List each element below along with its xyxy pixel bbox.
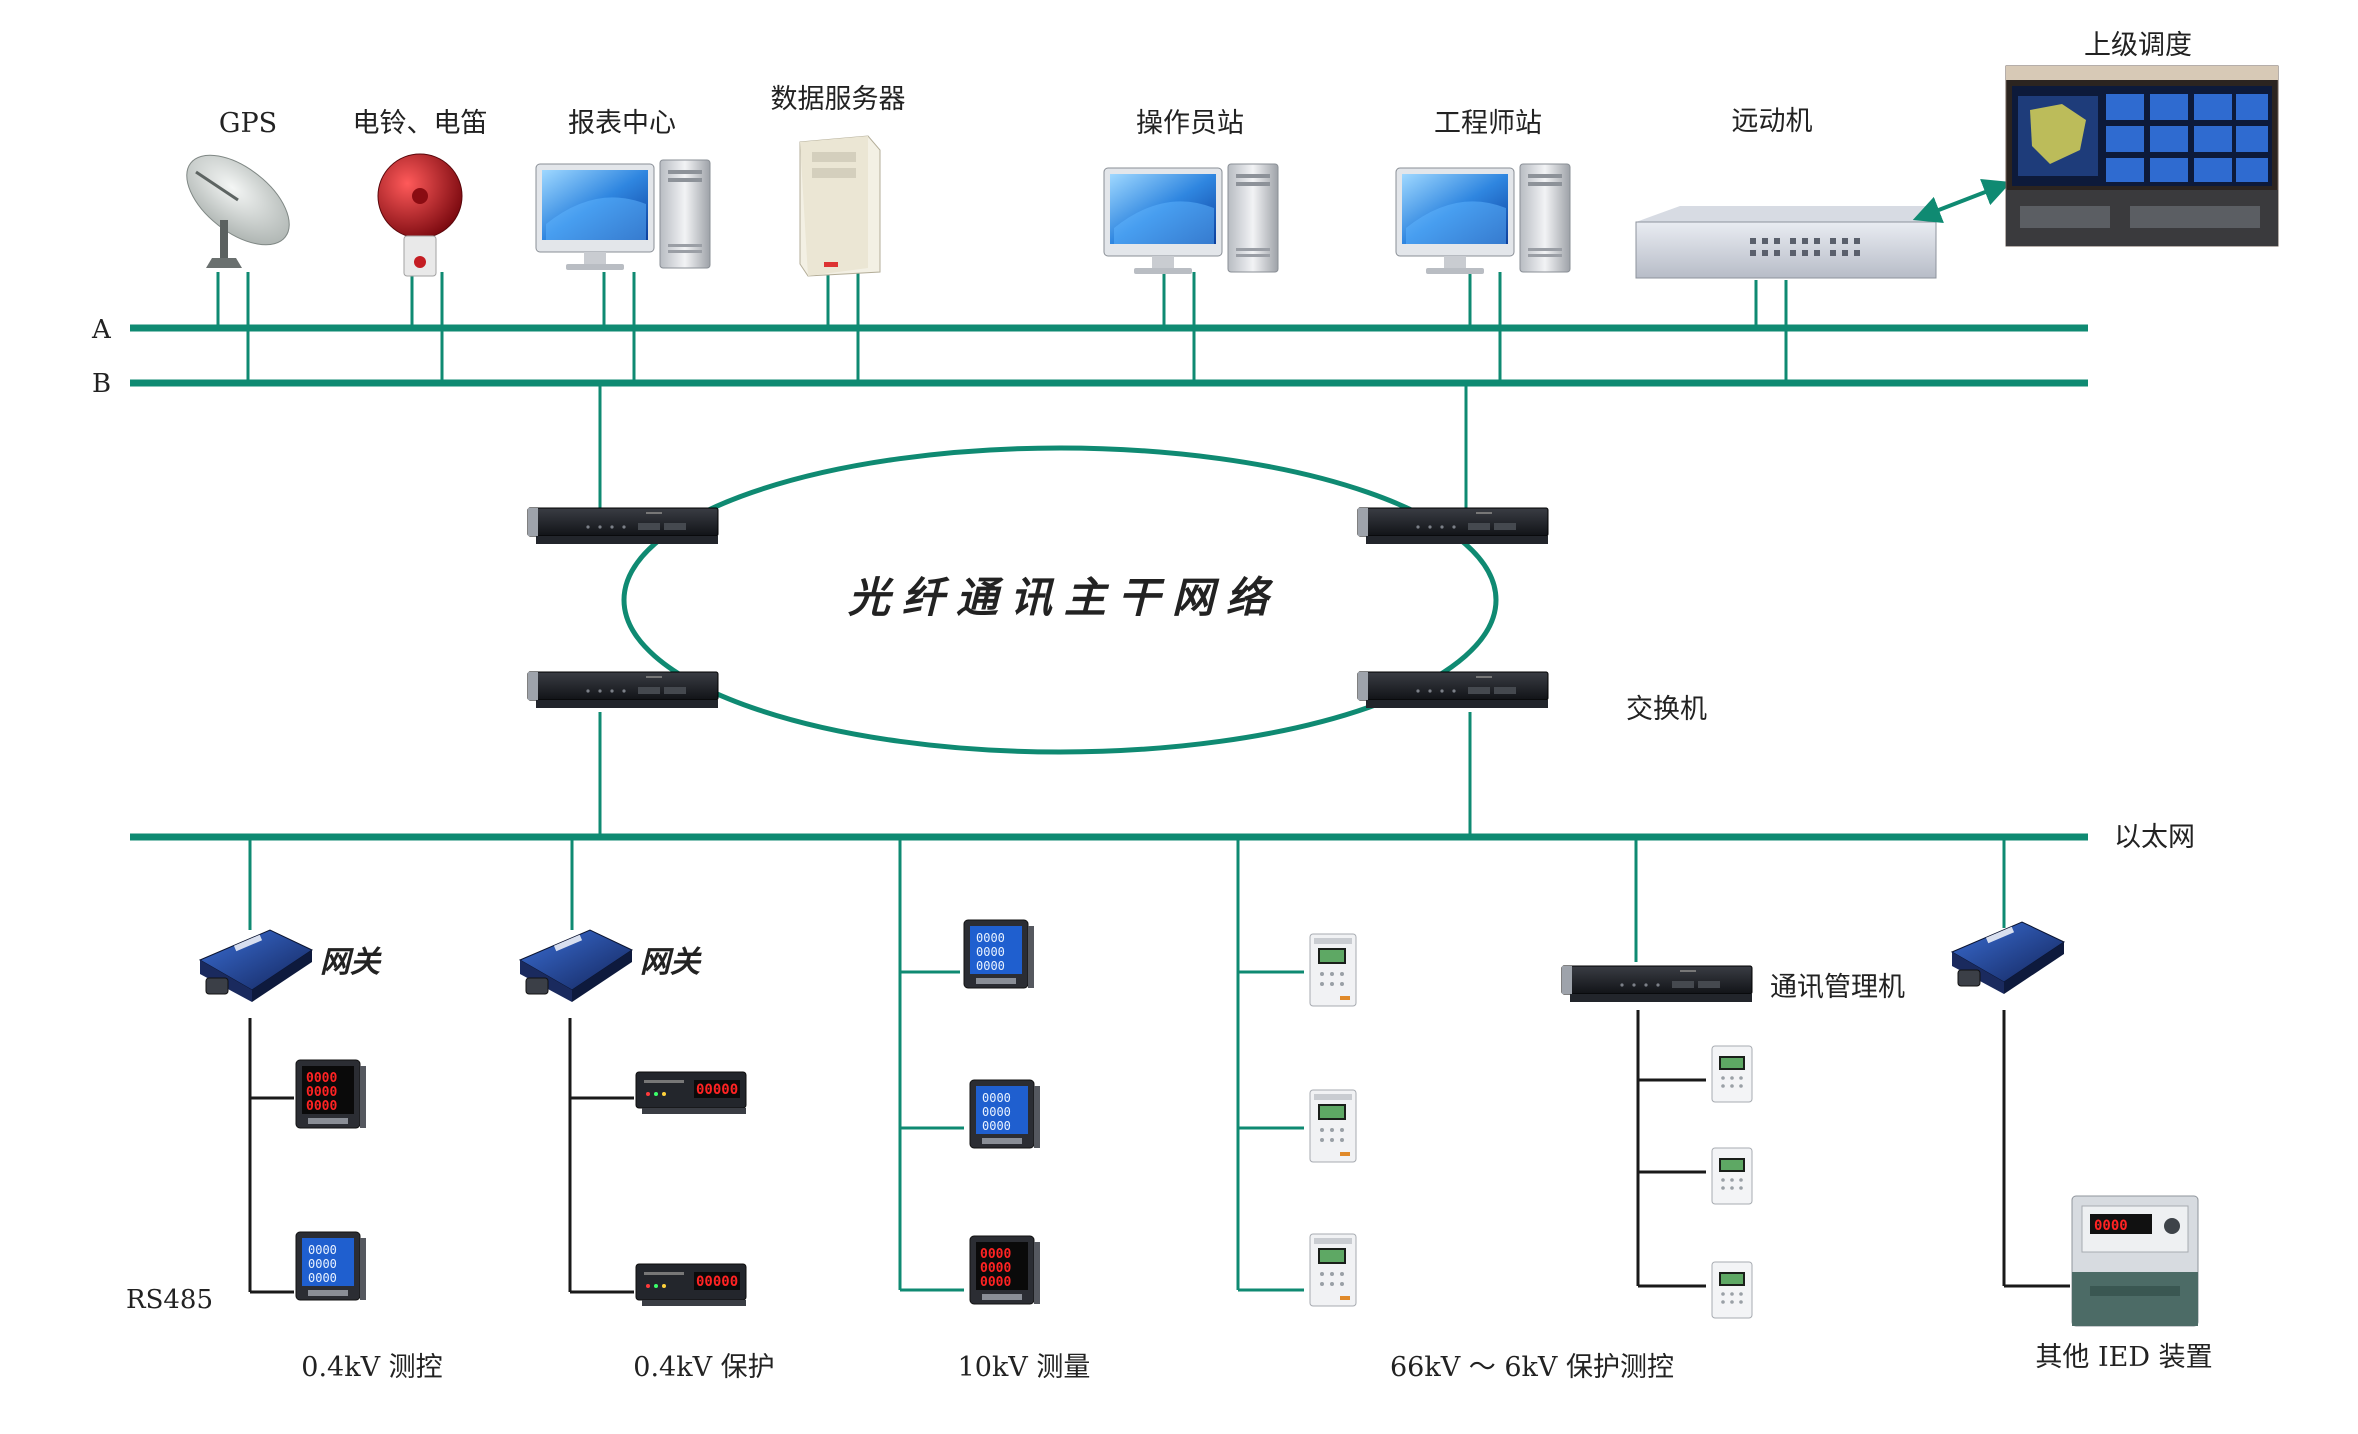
blue-lcd-meter-icon [295, 1231, 367, 1301]
group-label-10kv-measure: 10kV 测量 [958, 1352, 1091, 1383]
data-server-icon [799, 135, 881, 277]
bell-siren-icon [377, 153, 463, 277]
group-label-other-ied: 其他 IED 装置 [2035, 1342, 2212, 1373]
dispatch-label: 上级调度 [2084, 30, 2192, 61]
group-label-0.4kv-protect: 0.4kV 保护 [633, 1352, 774, 1383]
rs485-label: RS485 [126, 1285, 213, 1315]
fiber-ring [621, 445, 1499, 755]
switch-icon [1357, 671, 1549, 709]
report-center-pc-icon [535, 159, 711, 271]
protection-relay-icon [1711, 1147, 1753, 1205]
switch-icon [1357, 507, 1549, 545]
rtu-rack-icon [1635, 206, 1937, 279]
protection-meter-icon [635, 1263, 747, 1307]
protection-relay-icon [1711, 1261, 1753, 1319]
protection-relay-icon [1711, 1045, 1753, 1103]
gps-label: GPS [219, 108, 277, 139]
fiber-ring-label: 光纤通讯主干网络 [848, 573, 1280, 622]
blue-lcd-meter-icon [963, 919, 1035, 989]
ethernet-drop-lines [248, 837, 2006, 1292]
data-server-label: 数据服务器 [771, 84, 906, 115]
operator-station-pc-icon [1103, 163, 1279, 275]
gps-dish-icon [186, 154, 290, 268]
rtu-label: 远动机 [1732, 106, 1813, 137]
bus-a-label: A [91, 315, 112, 345]
dispatch-control-room-image [2005, 65, 2279, 247]
red-led-meter-icon [969, 1235, 1041, 1305]
red-led-meter-icon [295, 1059, 367, 1129]
switch-icon [527, 507, 719, 545]
ethernet-label: 以太网 [2114, 822, 2195, 853]
bus-b-label: B [92, 369, 111, 399]
gateway-icon [519, 929, 633, 1003]
protection-relay-icon [1309, 1089, 1357, 1163]
protection-meter-icon [635, 1071, 747, 1115]
operator-station-label: 操作员站 [1136, 108, 1244, 139]
report-center-label: 报表中心 [568, 108, 676, 139]
engineer-station-label: 工程师站 [1434, 108, 1542, 139]
protection-relay-icon [1309, 1233, 1357, 1307]
gateway-label: 网关 [320, 945, 382, 980]
energy-meter-icon: 0000 [2071, 1195, 2199, 1327]
blue-lcd-meter-icon [969, 1079, 1041, 1149]
group-label-66kv-6kv: 66kV ～ 6kV 保护测控 [1390, 1352, 1674, 1383]
bus-lines: A B [91, 315, 2088, 399]
gateway-icon [1951, 921, 2065, 995]
comm-manager-icon [1561, 965, 1753, 1003]
group-label-0.4kv-measure: 0.4kV 测控 [301, 1352, 442, 1383]
dispatch-link-arrow [1912, 179, 2012, 223]
switch-label: 交换机 [1626, 694, 1707, 725]
engineer-station-pc-icon [1395, 163, 1571, 275]
top-drop-lines [216, 272, 1788, 383]
rs485-lines [248, 1010, 2070, 1294]
comm-manager-label: 通讯管理机 [1770, 972, 1905, 1003]
protection-relay-icon [1309, 933, 1357, 1007]
gateway-label: 网关 [640, 945, 702, 980]
bell-label: 电铃、电笛 [353, 108, 488, 139]
switch-icon [527, 671, 719, 709]
svg-text:0000: 0000 [2094, 1218, 2128, 1234]
gateway-icon [199, 929, 313, 1003]
